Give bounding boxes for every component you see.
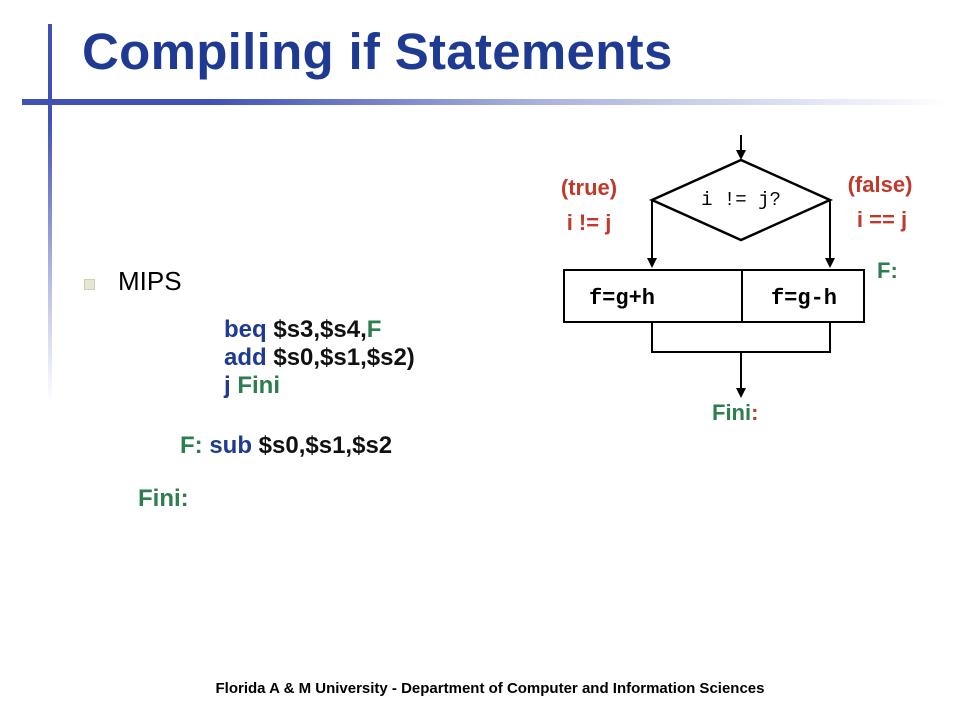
box-add-text: f=g+h: [589, 286, 655, 311]
code-operands: $s0,$s1,$s2): [266, 344, 415, 371]
code-operands: $s0,$s1,$s2: [252, 432, 393, 459]
code-line-add: add $s0,$s1,$s2): [224, 344, 415, 372]
slide-footer: Florida A & M University - Department of…: [215, 680, 765, 697]
code-label: F: [366, 316, 382, 343]
bullet-square-icon: [84, 279, 95, 290]
true-title: (true): [561, 175, 617, 200]
true-condition: i != j: [567, 210, 612, 235]
code-label: Fini: [230, 372, 280, 399]
flow-fini-label: Fini:: [712, 400, 758, 425]
code-keyword: j: [224, 372, 231, 399]
box-sub-text: f=g-h: [771, 286, 837, 311]
code-keyword: beq: [224, 316, 267, 343]
code-line-sub: F: sub $s0,$s1,$s2: [180, 432, 392, 460]
flow-fini-text: Fini: [712, 400, 751, 425]
code-keyword: add: [224, 344, 267, 371]
false-condition: i == j: [857, 207, 907, 232]
code-line-beq: beq $s3,$s4,F: [224, 316, 381, 344]
decision-text: i != j?: [701, 189, 781, 211]
code-fini-label: Fini:: [138, 485, 189, 512]
code-line-jump: j Fini: [224, 372, 280, 400]
decision-diamond: [648, 158, 834, 242]
slide-title: Compiling if Statements: [82, 23, 673, 80]
code-operands: $s3,$s4,: [266, 316, 367, 343]
accent-horizontal-bar: [22, 99, 952, 105]
false-title: (false): [848, 172, 913, 197]
box-sub: [741, 269, 865, 323]
accent-vertical-bar: [48, 24, 52, 404]
flow-fini-colon: :: [751, 400, 758, 425]
flow-f-label: F:: [877, 258, 898, 283]
code-label: F:: [180, 432, 203, 459]
code-keyword: sub: [202, 432, 252, 459]
merge-line: [651, 322, 831, 353]
bullet-mips: MIPS: [118, 266, 182, 296]
